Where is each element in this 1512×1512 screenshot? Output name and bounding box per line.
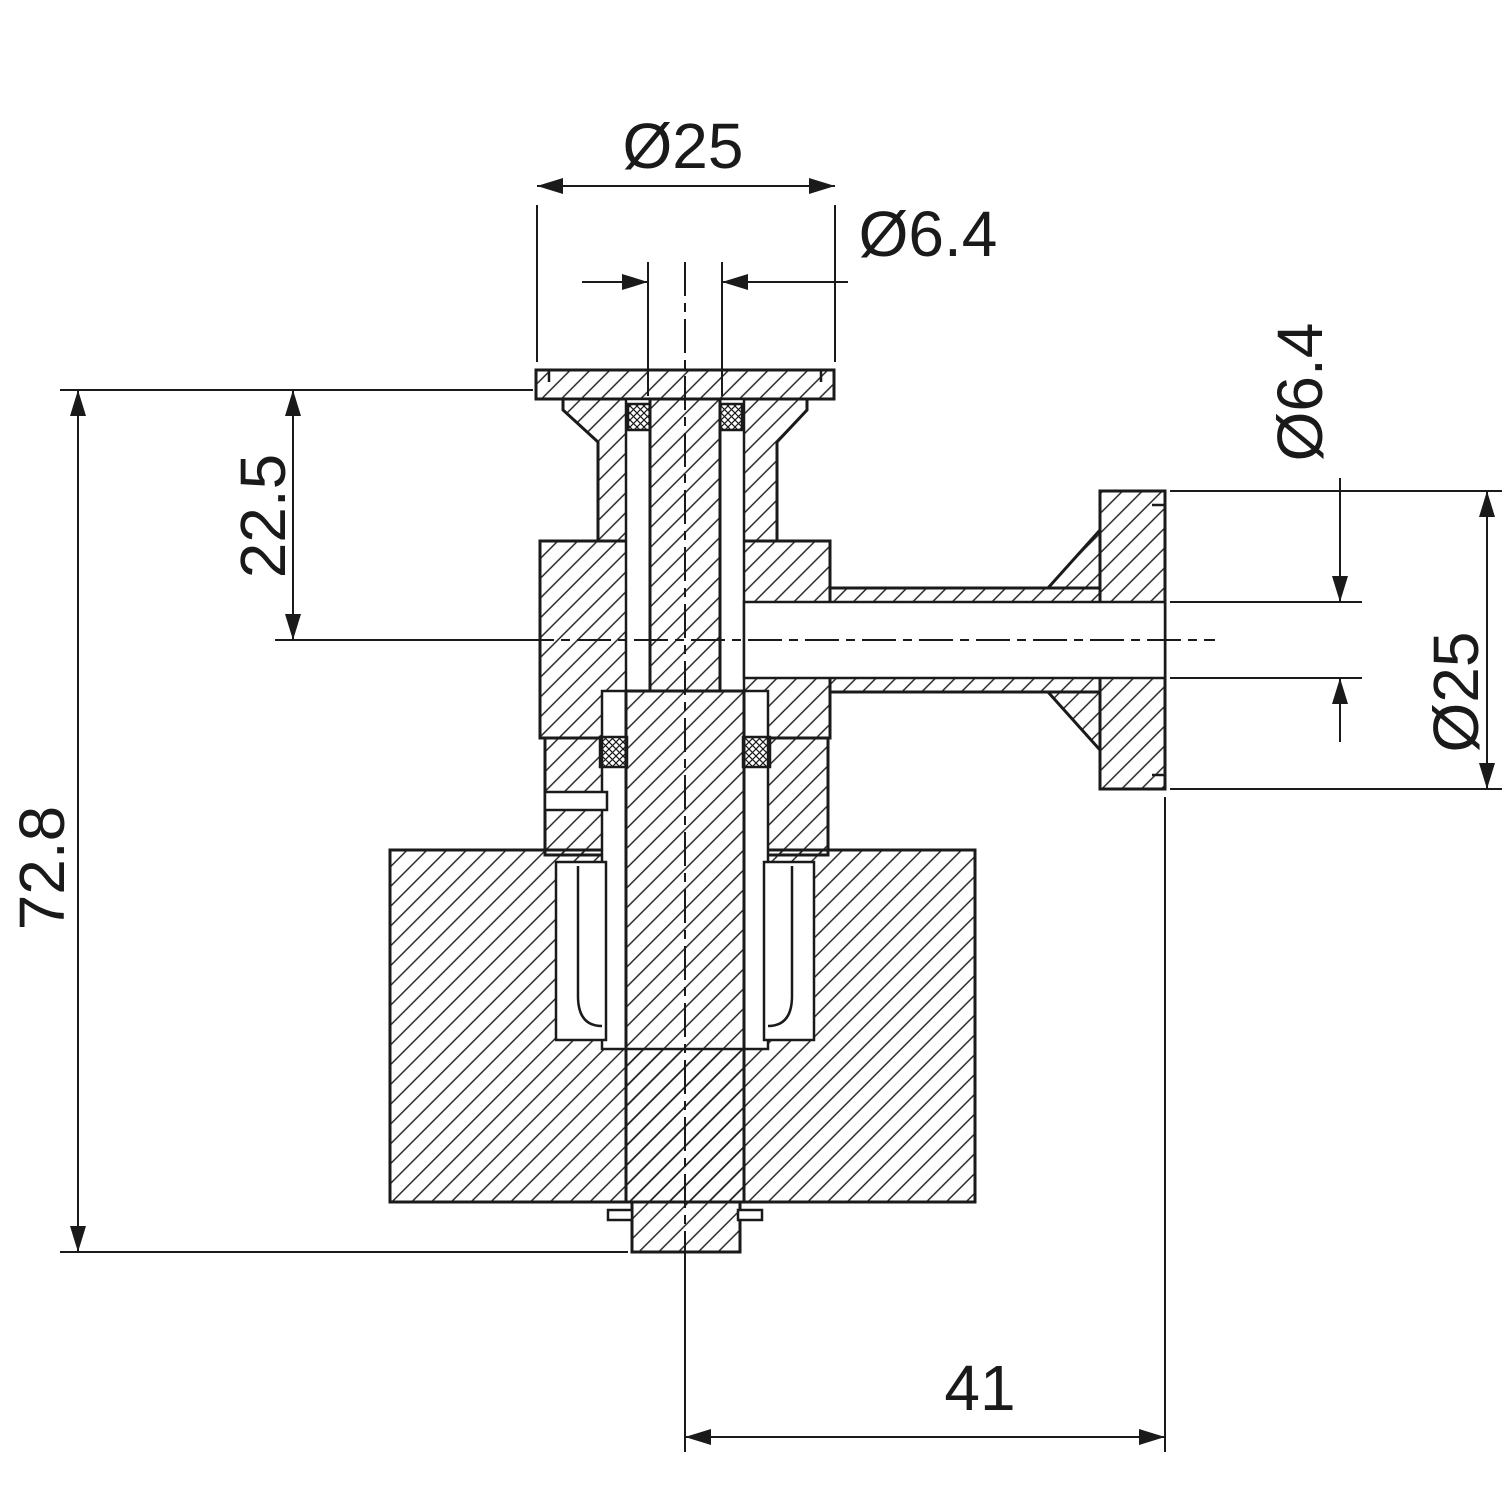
dim-port-length: 41 (684, 797, 1166, 1452)
dim-top-flange-od-label: Ø25 (623, 110, 744, 182)
seal-lower-right (741, 735, 772, 769)
dim-side-bore: Ø6.4 (1170, 323, 1362, 742)
dim-port-length-label: 41 (944, 1352, 1015, 1424)
collet-hook-right (767, 866, 794, 1028)
dim-stem-offset: 22.5 (60, 389, 533, 641)
stem-notch-right (736, 1208, 764, 1222)
dim-side-flange-od: Ø25 (1170, 490, 1502, 790)
seal-top-right (718, 402, 744, 432)
seal-lower-left (598, 735, 629, 769)
dim-side-bore-label: Ø6.4 (1264, 323, 1336, 462)
dim-overall-height-label: 72.8 (6, 806, 78, 931)
part-section (388, 368, 1167, 1254)
stem-notch-left (606, 1208, 634, 1222)
centerlines (520, 262, 1215, 1310)
dim-overall-height: 72.8 (6, 390, 628, 1253)
side-flange-flare-bottom (1044, 690, 1102, 754)
dim-stem-offset-label: 22.5 (227, 454, 299, 579)
side-flange-flare-top (1044, 526, 1102, 590)
dim-side-flange-od-label: Ø25 (1420, 632, 1492, 753)
seal-top-left (626, 402, 652, 432)
dim-top-bore-label: Ø6.4 (859, 198, 998, 270)
dim-top-bore: Ø6.4 (582, 198, 997, 396)
collet-hook-left (576, 866, 603, 1028)
left-side-slot (543, 790, 609, 812)
dim-top-flange-od: Ø25 (536, 110, 836, 362)
